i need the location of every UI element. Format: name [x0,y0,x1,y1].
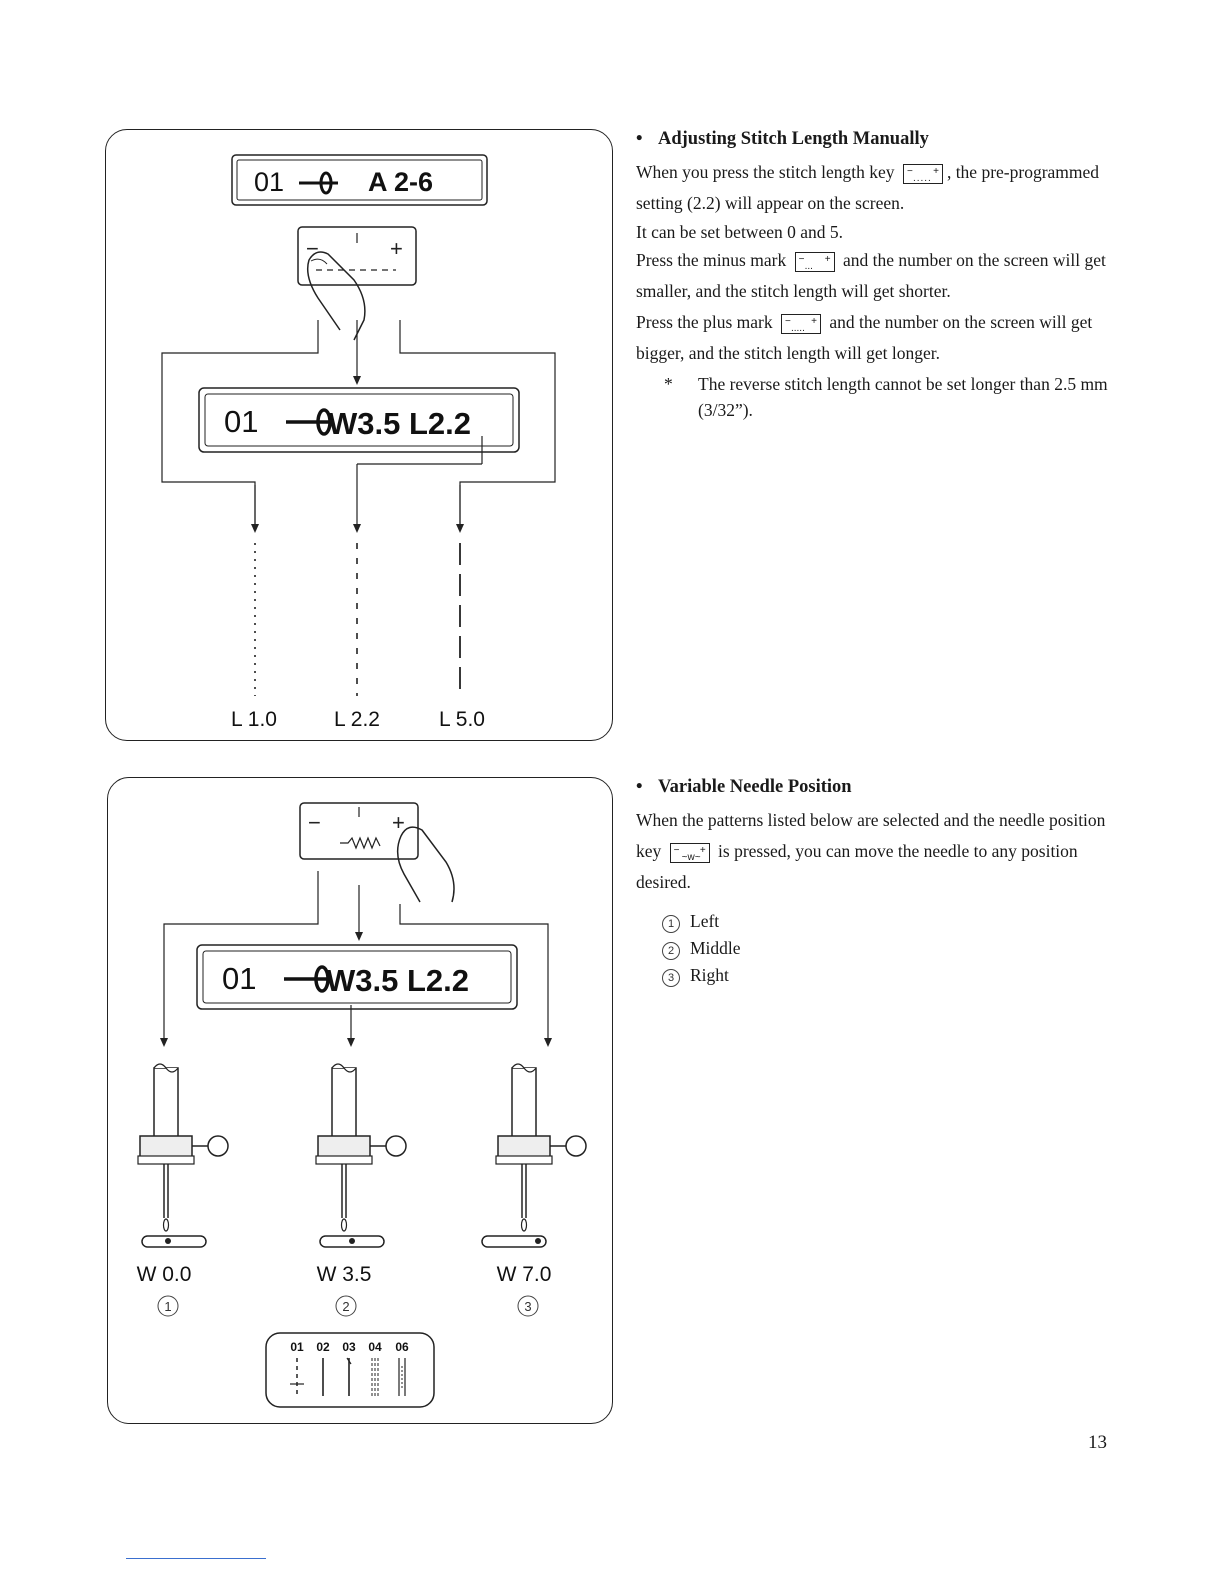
foot-symbol-icon [299,171,338,195]
section-heading: •Adjusting Stitch Length Manually [636,129,929,149]
needle-position-section: •Variable Needle Position When the patte… [636,773,1116,989]
pattern-number: 02 [316,1340,330,1354]
main-display-prefix: 01 [224,404,258,439]
foot-symbol-icon [286,408,332,436]
length-label: L 1.0 [231,708,277,731]
needle-clamp-right [495,1063,587,1232]
page-number: 13 [1088,1432,1107,1453]
finger-press-icon [306,251,366,341]
section-heading: •Variable Needle Position [636,777,852,797]
minus-mark[interactable]: − [308,810,321,835]
main-display-frame [198,387,520,453]
main-display-value: W3.5 L2.2 [326,963,469,998]
top-display-frame [231,154,488,206]
top-display-prefix: 01 [254,167,284,197]
length-label: L 5.0 [439,708,485,731]
width-label: W 0.0 [137,1263,192,1286]
needle-drop-point [165,1238,171,1244]
needle-plate-slot [141,1235,207,1248]
needle-drop-point [535,1238,541,1244]
plus-mark-icon: −+..... [780,313,821,334]
needle-clamp-left [137,1063,229,1232]
pattern-number: 06 [395,1340,409,1354]
needle-position-key-icon: −+~w~ [669,842,710,863]
width-label: W 3.5 [317,1263,372,1286]
plus-mark[interactable]: + [392,810,405,835]
pattern-chart [265,1332,435,1408]
needle-position-key[interactable]: − + [299,802,419,860]
minus-mark-icon: −+... [794,251,835,272]
paragraph: Press the plus mark −+..... and the numb… [636,312,1093,363]
needle-position-figure: − + 01 W3.5 L2.2 [107,777,613,1424]
main-display-prefix: 01 [222,961,256,996]
length-label: L 2.2 [334,708,380,731]
stitch-length-section: •Adjusting Stitch Length Manually When y… [636,125,1116,423]
stitch-length-figure: 01 A 2-6 − + 01 W3.5 L2.2 [105,129,613,741]
stitch-length-diagram: 01 A 2-6 − + 01 W3.5 L2.2 [161,154,556,731]
paragraph: When you press the stitch length key −+.… [636,162,1100,213]
position-marker: 3 [524,1299,531,1314]
paragraph: It can be set between 0 and 5. [636,222,844,242]
foot-symbol-icon [284,965,330,993]
note: * The reverse stitch length cannot be se… [664,374,1108,420]
stitch-length-key[interactable]: − + [297,226,417,286]
pattern-number: 04 [368,1340,382,1354]
main-display-frame [196,944,518,1010]
minus-mark[interactable]: − [306,236,319,261]
needle-position-diagram: − + 01 W3.5 L2.2 [137,802,587,1408]
pattern-number: 01 [290,1340,304,1354]
paragraph: When the patterns listed below are selec… [636,810,1106,892]
paragraph: Press the minus mark −+... and the numbe… [636,250,1106,301]
position-marker: 1 [164,1299,171,1314]
pattern-stitch-icons [290,1357,406,1396]
needle-plate-slot [481,1235,547,1248]
width-label: W 7.0 [497,1263,552,1286]
zigzag-icon [340,836,381,850]
position-marker: 2 [342,1299,349,1314]
plus-mark[interactable]: + [390,236,403,261]
pattern-number: 03 [342,1340,356,1354]
needle-clamp-middle [315,1063,407,1232]
footer-rule [126,1558,266,1559]
main-display-value: W3.5 L2.2 [328,406,471,441]
top-display-stitch: A 2-6 [368,167,433,197]
needle-drop-point [349,1238,355,1244]
finger-press-icon [396,826,455,903]
stitch-length-key-icon: −+..... [902,163,943,184]
